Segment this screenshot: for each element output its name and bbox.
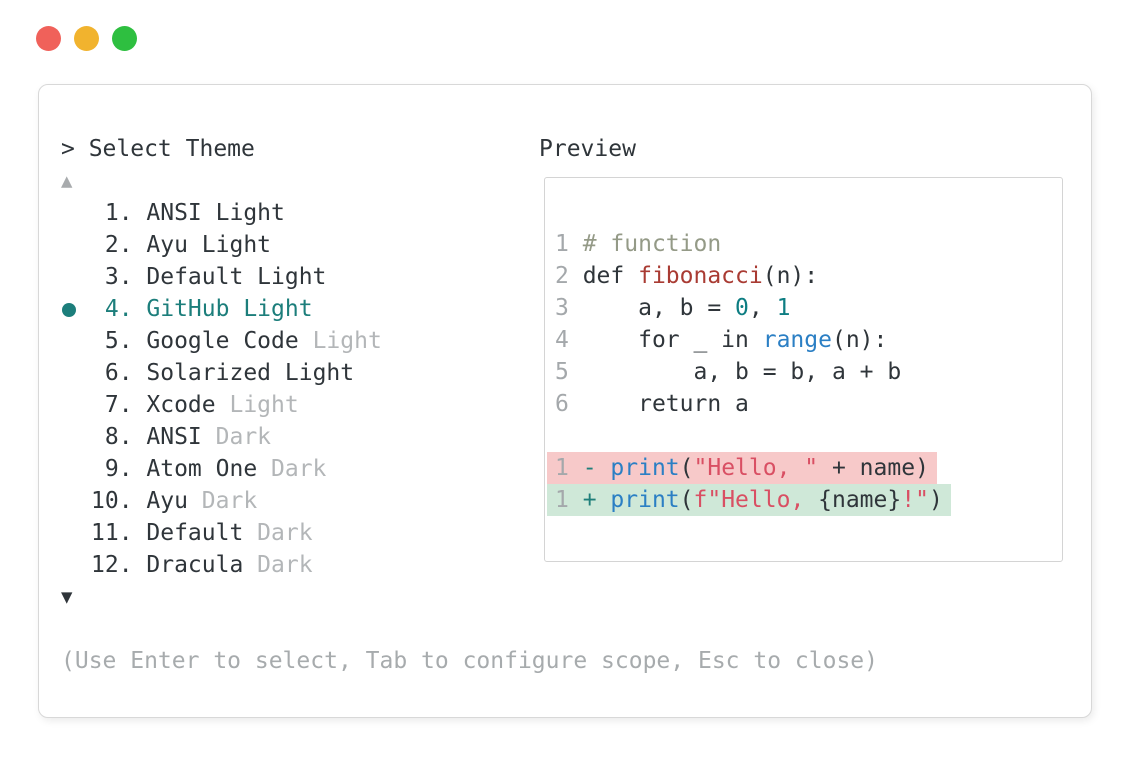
window-controls [36,26,137,51]
theme-item-label: 11. Default Dark [91,520,313,546]
theme-picker-window: > Select Theme ▲ 1. ANSI Light 2. Ayu Li… [38,84,1092,718]
theme-item-ayu-light[interactable]: 2. Ayu Light [61,229,981,261]
marker-spacer [61,421,91,453]
marker-spacer [61,453,91,485]
theme-item-label: 9. Atom One Dark [91,456,327,482]
diff-line-added: 1 + print(f"Hello, {name}!") [547,484,951,516]
theme-item-label: 12. Dracula Dark [91,552,313,578]
preview-panel: 1 # function 2 def fibonacci(n): 3 a, b = … [544,177,1063,562]
code-line: 1 # function [555,231,722,257]
close-window-icon[interactable] [36,26,61,51]
theme-item-label: 7. Xcode Light [91,392,299,418]
theme-selector-pane: > Select Theme ▲ 1. ANSI Light 2. Ayu Li… [61,133,981,677]
code-line: 6 return a [555,391,749,417]
scroll-up-icon[interactable]: ▲ [61,170,73,192]
theme-item-label: 3. Default Light [91,264,327,290]
theme-item-label: 5. Google Code Light [91,328,382,354]
code-preview: 1 # function 2 def fibonacci(n): 3 a, b = … [545,178,1062,516]
marker-spacer [61,325,91,357]
theme-item-label: 4. GitHub Light [91,296,313,322]
theme-item-solarized-light[interactable]: 6. Solarized Light [61,357,981,389]
code-line: 5 a, b = b, a + b [555,359,902,385]
minimize-window-icon[interactable] [74,26,99,51]
marker-spacer [61,549,91,581]
theme-item-atom-one-dark[interactable]: 9. Atom One Dark [61,453,981,485]
maximize-window-icon[interactable] [112,26,137,51]
theme-item-default-light[interactable]: 3. Default Light [61,261,981,293]
theme-item-label: 1. ANSI Light [91,200,285,226]
selected-bullet-icon [61,293,91,325]
theme-item-xcode-light[interactable]: 7. Xcode Light [61,389,981,421]
code-line: 4 for _ in range(n): [555,327,888,353]
theme-list: 1. ANSI Light 2. Ayu Light 3. Default Li… [61,197,981,581]
theme-item-dracula-dark[interactable]: 12. Dracula Dark [61,549,981,581]
preview-title: Preview [539,136,636,162]
select-theme-prompt: > Select Theme [61,136,255,162]
theme-item-ansi-dark[interactable]: 8. ANSI Dark [61,421,981,453]
diff-line-removed: 1 - print("Hello, " + name) [547,452,937,484]
theme-item-github-light[interactable]: 4. GitHub Light [61,293,981,325]
theme-item-label: 10. Ayu Dark [91,488,258,514]
marker-spacer [61,261,91,293]
marker-spacer [61,485,91,517]
code-line: 2 def fibonacci(n): [555,263,819,289]
theme-item-label: 8. ANSI Dark [91,424,272,450]
theme-item-label: 6. Solarized Light [91,360,355,386]
theme-item-ansi-light[interactable]: 1. ANSI Light [61,197,981,229]
theme-item-google-code-light[interactable]: 5. Google Code Light [61,325,981,357]
marker-spacer [61,197,91,229]
code-line [547,420,577,452]
scroll-down-icon[interactable]: ▼ [61,586,73,608]
code-line: 3 a, b = 0, 1 [555,295,791,321]
keyboard-hint: (Use Enter to select, Tab to configure s… [61,648,878,674]
theme-item-ayu-dark[interactable]: 10. Ayu Dark [61,485,981,517]
theme-item-label: 2. Ayu Light [91,232,272,258]
marker-spacer [61,229,91,261]
marker-spacer [61,389,91,421]
theme-item-default-dark[interactable]: 11. Default Dark [61,517,981,549]
marker-spacer [61,517,91,549]
marker-spacer [61,357,91,389]
